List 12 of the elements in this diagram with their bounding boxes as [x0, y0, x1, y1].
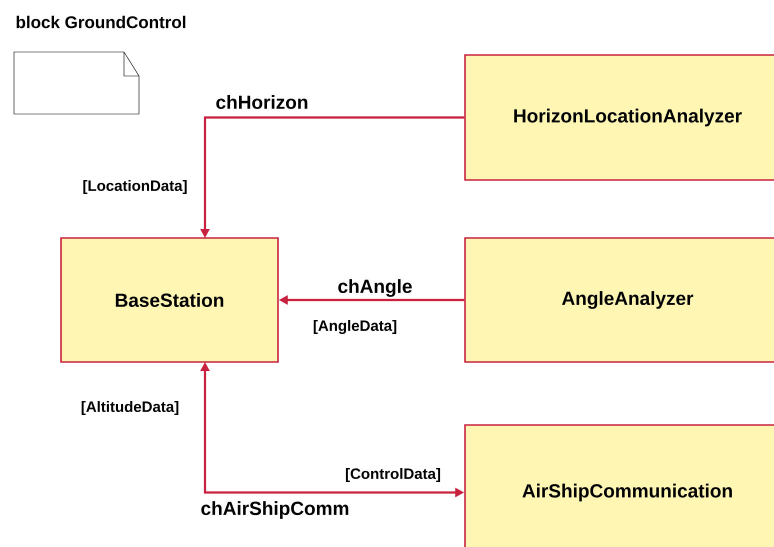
edge-label: chAngle [338, 279, 412, 297]
edge-label: chHorizon [216, 95, 308, 109]
block-box: AirShipCommunication [464, 424, 774, 547]
block-box: BaseStation [60, 237, 279, 363]
flow-item-label: [AltitudeData] [82, 401, 178, 415]
block-box: HorizonLocationAnalyzer [464, 54, 774, 181]
flow-item-label: [AngleData] [314, 320, 396, 334]
flow-item-label: [ControlData] [346, 468, 440, 482]
edge-label: chAirShipComm [201, 501, 348, 519]
diagram-title: block GroundControl [16, 16, 186, 28]
block-box: AngleAnalyzer [464, 237, 774, 363]
flow-item-label: [LocationData] [83, 180, 187, 194]
